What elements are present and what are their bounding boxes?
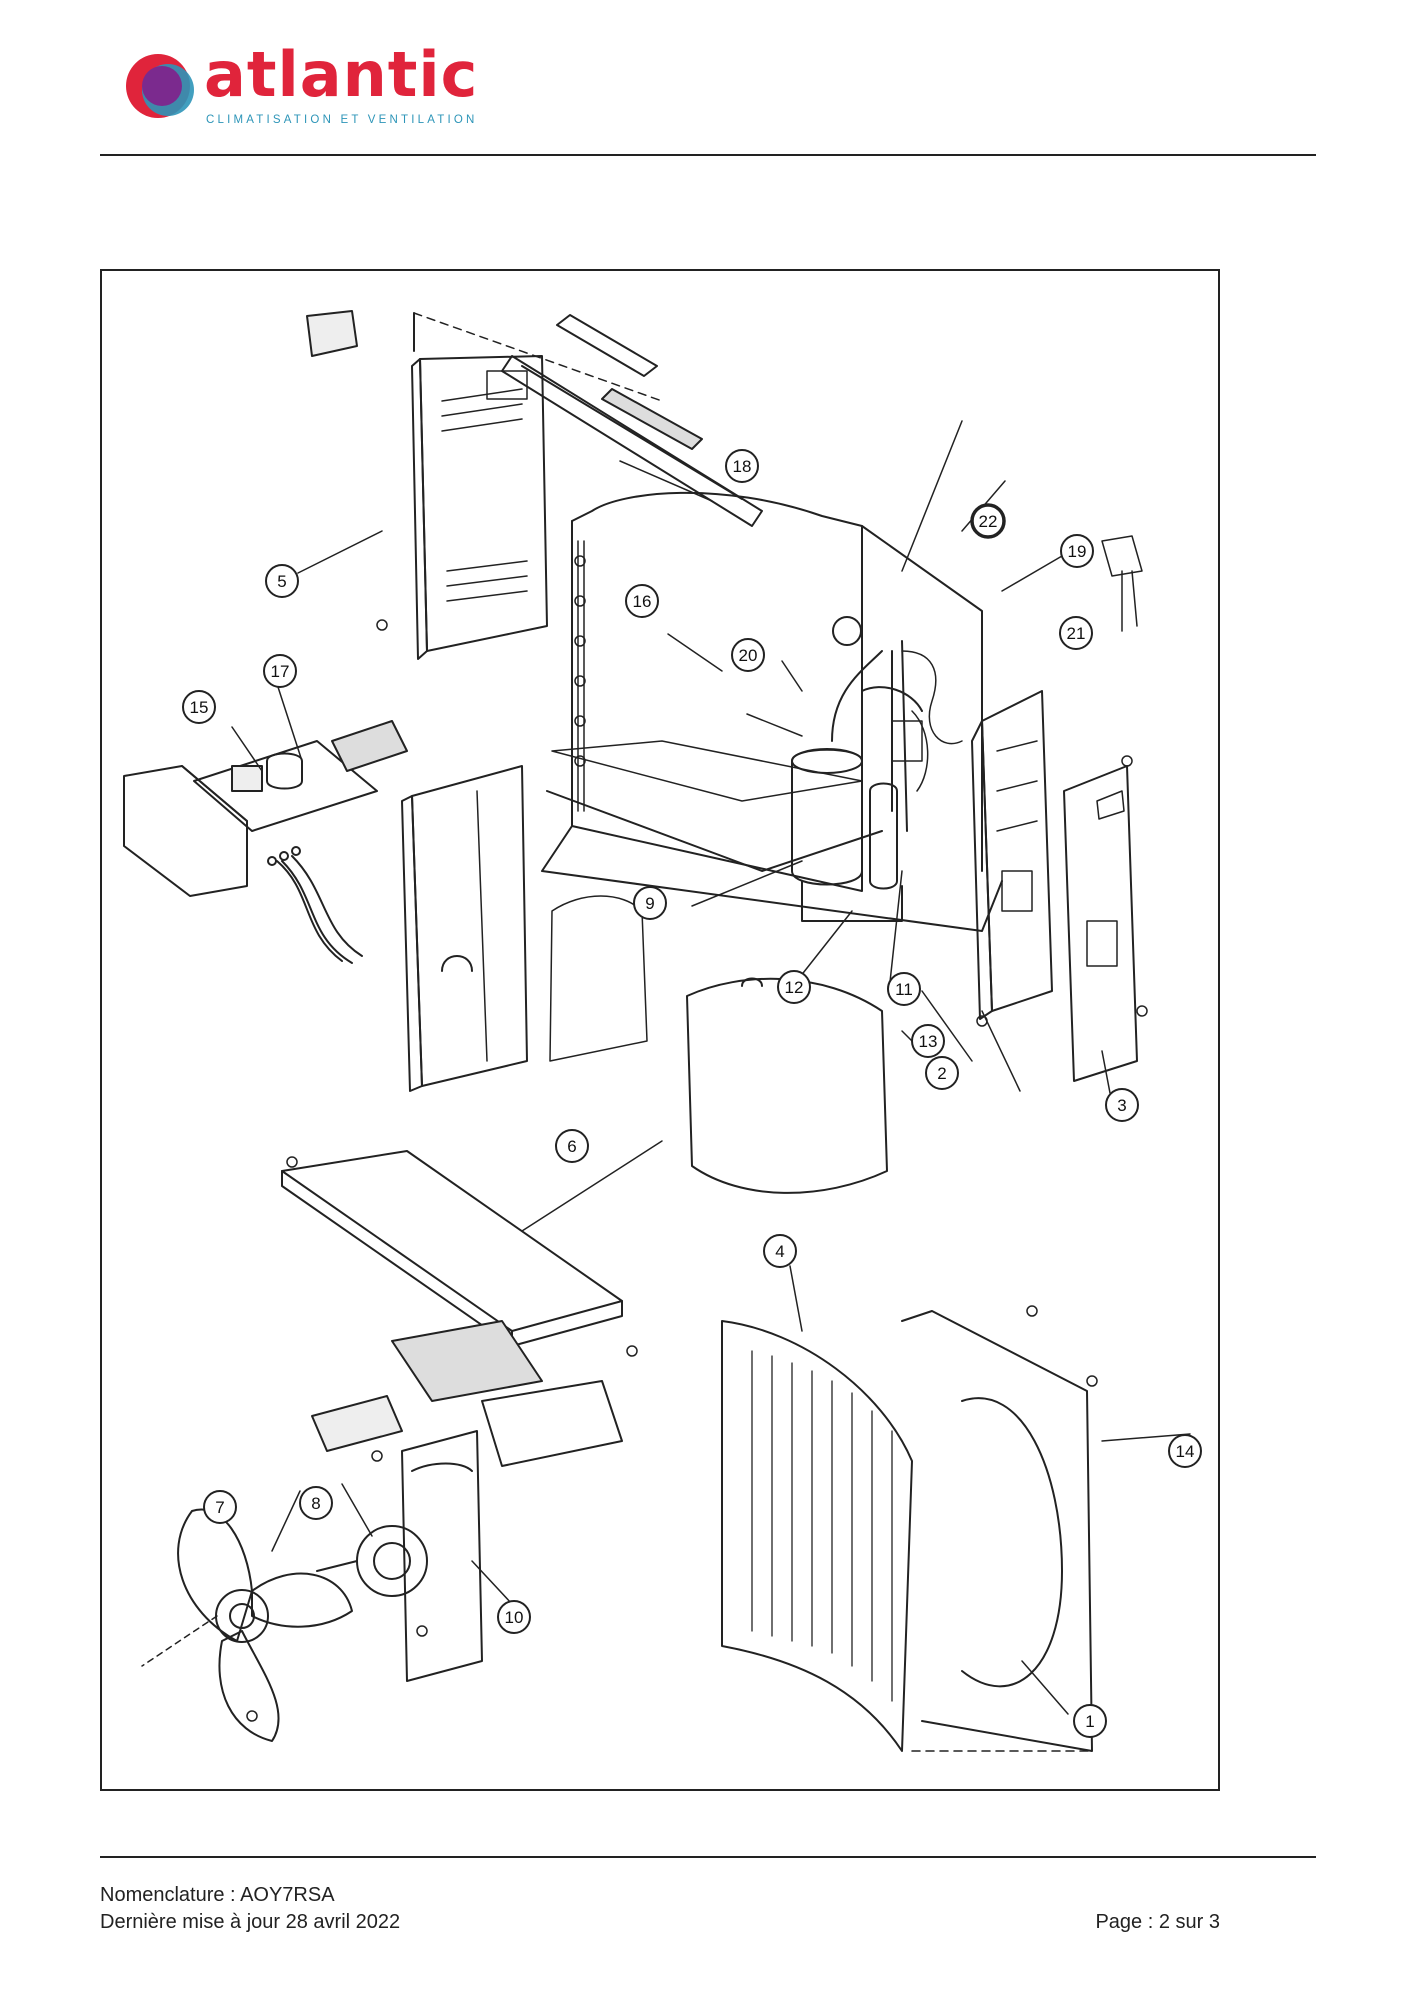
- callout-4: 4: [763, 1234, 797, 1268]
- svg-text:7: 7: [215, 1498, 224, 1517]
- svg-text:5: 5: [277, 572, 286, 591]
- valve-panel-2-drawing: [971, 690, 1053, 1020]
- front-grille-4-drawing: [721, 1320, 913, 1752]
- leader-lines: [231, 420, 1191, 1715]
- callout-6: 6: [555, 1129, 589, 1163]
- svg-text:18: 18: [733, 457, 752, 476]
- callout-19: 19: [1060, 534, 1094, 568]
- callout-16: 16: [625, 584, 659, 618]
- exploded-view-drawing: 1 2 3 4 5 6 7 8 9 10 11 12 13 14 15 16 1…: [123, 310, 1202, 1752]
- svg-text:20: 20: [739, 646, 758, 665]
- svg-text:3: 3: [1117, 1096, 1126, 1115]
- callout-12: 12: [777, 970, 811, 1004]
- svg-text:22: 22: [979, 512, 998, 531]
- callout-17: 17: [263, 654, 297, 688]
- callout-3: 3: [1105, 1088, 1139, 1122]
- footer-page-number: Page : 2 sur 3: [1095, 1911, 1220, 1933]
- top-panel-drawing: [501, 314, 763, 527]
- svg-text:19: 19: [1068, 542, 1087, 561]
- svg-text:12: 12: [785, 978, 804, 997]
- callout-8: 8: [299, 1486, 333, 1520]
- footer-updated: Dernière mise à jour 28 avril 2022: [100, 1911, 401, 1933]
- callout-13: 13: [911, 1024, 945, 1058]
- callout-7: 7: [203, 1490, 237, 1524]
- svg-text:13: 13: [919, 1032, 938, 1051]
- fan-motor-8-drawing: [316, 1525, 428, 1597]
- condenser-coil-16-drawing: [541, 491, 1003, 932]
- callouts: 1 2 3 4 5 6 7 8 9 10 11 12 13 14 15 16 1…: [182, 449, 1202, 1738]
- callout-21: 21: [1059, 616, 1093, 650]
- compressor-9-drawing: [791, 616, 923, 922]
- callout-10: 10: [497, 1600, 531, 1634]
- motor-bracket-10-drawing: [311, 1395, 483, 1682]
- fan-propeller-7-drawing: [141, 1508, 353, 1742]
- electrical-box-drawing: [123, 720, 408, 964]
- base-pan-drawing: [546, 740, 883, 872]
- front-cover-drawing: [686, 977, 888, 1194]
- svg-text:9: 9: [645, 894, 654, 913]
- svg-text:15: 15: [190, 698, 209, 717]
- svg-text:11: 11: [895, 980, 913, 999]
- footer-rule: [100, 1856, 1316, 1858]
- brand-logo: atlantic CLIMATISATION ET VENTILATION: [122, 38, 482, 136]
- callout-2: 2: [925, 1056, 959, 1090]
- side-panel-5-drawing: [306, 310, 663, 660]
- svg-text:8: 8: [311, 1494, 320, 1513]
- exploded-view-diagram: 1 2 3 4 5 6 7 8 9 10 11 12 13 14 15 16 1…: [100, 269, 1220, 1791]
- svg-text:21: 21: [1067, 624, 1086, 643]
- callout-15: 15: [182, 690, 216, 724]
- callout-14: 14: [1168, 1434, 1202, 1468]
- top-cover-6-drawing: [281, 1150, 623, 1467]
- brand-tagline: CLIMATISATION ET VENTILATION: [206, 114, 478, 126]
- footer-nomenclature: Nomenclature : AOY7RSA: [100, 1884, 335, 1906]
- svg-text:2: 2: [937, 1064, 946, 1083]
- callout-11: 11: [887, 972, 921, 1006]
- fan-guard-14-drawing: [901, 1310, 1093, 1752]
- partition-plate-drawing: [401, 765, 648, 1092]
- svg-text:16: 16: [633, 592, 652, 611]
- callout-9: 9: [633, 886, 667, 920]
- logo-mark-icon: [126, 54, 194, 118]
- svg-text:4: 4: [775, 1242, 784, 1261]
- callout-20: 20: [731, 638, 765, 672]
- screws-drawing: [246, 619, 1148, 1727]
- svg-text:14: 14: [1176, 1442, 1195, 1461]
- callout-5: 5: [265, 564, 299, 598]
- callout-18: 18: [725, 449, 759, 483]
- header-rule: [100, 154, 1316, 156]
- side-panel-3-drawing: [1063, 765, 1138, 1082]
- svg-text:1: 1: [1085, 1712, 1094, 1731]
- piping-drawing: [891, 535, 1143, 792]
- callout-22: 22: [970, 503, 1006, 539]
- callout-1: 1: [1073, 1704, 1107, 1738]
- svg-text:10: 10: [505, 1608, 524, 1627]
- svg-text:17: 17: [271, 662, 290, 681]
- svg-text:6: 6: [567, 1137, 576, 1156]
- brand-name: atlantic: [204, 38, 479, 111]
